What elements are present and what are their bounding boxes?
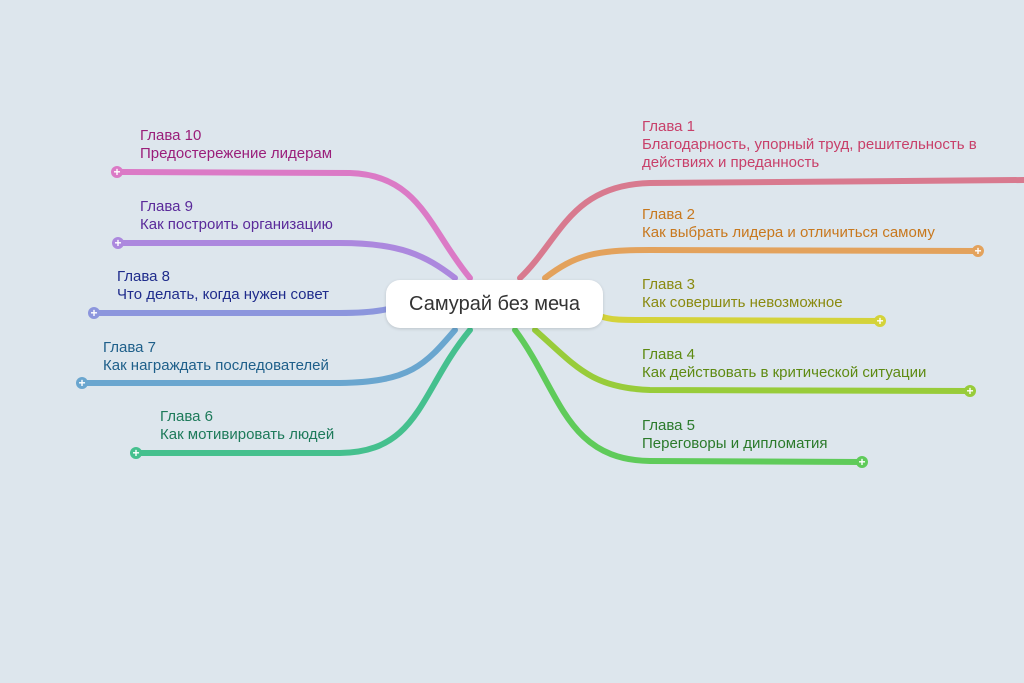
branch-1-label[interactable]: Глава 1 Благодарность, упорный труд, реш… (642, 118, 977, 172)
branch-3-description: Как совершить невозможное (642, 294, 843, 311)
branch-9-number: Глава 9 (140, 198, 194, 215)
branch-4-number: Глава 4 (642, 346, 696, 363)
branch-8-label[interactable]: Глава 8 Что делать, когда нужен совет (117, 268, 329, 304)
branch-5-number: Глава 5 (642, 417, 696, 434)
branch-line-6 (133, 327, 473, 456)
branch-7-label[interactable]: Глава 7 Как награждать последователей (103, 339, 329, 375)
branch-2-description: Как выбрать лидера и отличиться самому (642, 224, 935, 241)
branch-8-number: Глава 8 (117, 268, 171, 285)
branch-6-description: Как мотивировать людей (160, 426, 335, 443)
branch-6-expand-icon[interactable]: + (130, 447, 142, 459)
branch-line-8 (91, 306, 391, 316)
branch-7-expand-icon[interactable]: + (76, 377, 88, 389)
branch-line-5 (512, 327, 865, 465)
branch-4-expand-icon[interactable]: + (964, 385, 976, 397)
branch-1-description: Благодарность, упорный труд, решительнос… (642, 136, 977, 171)
branch-10-description: Предостережение лидерам (140, 145, 333, 162)
branch-line-3 (597, 313, 883, 324)
branch-10-label[interactable]: Глава 10 Предостережение лидерам (140, 127, 332, 163)
branch-5-label[interactable]: Глава 5 Переговоры и дипломатия (642, 417, 828, 453)
branch-9-label[interactable]: Глава 9 Как построить организацию (140, 198, 333, 234)
branch-2-label[interactable]: Глава 2 Как выбрать лидера и отличиться … (642, 206, 935, 242)
branch-7-number: Глава 7 (103, 339, 157, 356)
central-topic[interactable]: Самурай без меча (386, 280, 603, 328)
branch-line-7 (79, 327, 458, 386)
branch-4-description: Как действовать в критической ситуации (642, 364, 927, 381)
branch-9-expand-icon[interactable]: + (112, 237, 124, 249)
branch-line-10 (114, 169, 473, 281)
branch-2-expand-icon[interactable]: + (972, 245, 984, 257)
branch-10-number: Глава 10 (140, 127, 202, 144)
branch-3-label[interactable]: Глава 3 Как совершить невозможное (642, 276, 843, 312)
branch-3-number: Глава 3 (642, 276, 696, 293)
branch-10-expand-icon[interactable]: + (111, 166, 123, 178)
branch-5-expand-icon[interactable]: + (856, 456, 868, 468)
branch-line-2 (542, 246, 981, 281)
branch-7-description: Как награждать последователей (103, 357, 329, 374)
branch-6-label[interactable]: Глава 6 Как мотивировать людей (160, 408, 334, 444)
branch-1-number: Глава 1 (642, 118, 696, 135)
branch-6-number: Глава 6 (160, 408, 214, 425)
branch-line-1 (517, 177, 1024, 281)
branch-3-expand-icon[interactable]: + (874, 315, 886, 327)
branch-2-number: Глава 2 (642, 206, 696, 223)
branch-8-description: Что делать, когда нужен совет (117, 286, 330, 303)
branch-line-9 (115, 240, 458, 281)
branch-line-4 (532, 327, 973, 394)
branch-8-expand-icon[interactable]: + (88, 307, 100, 319)
branch-9-description: Как построить организацию (140, 216, 333, 233)
branch-5-description: Переговоры и дипломатия (642, 435, 828, 452)
branch-4-label[interactable]: Глава 4 Как действовать в критической си… (642, 346, 926, 382)
